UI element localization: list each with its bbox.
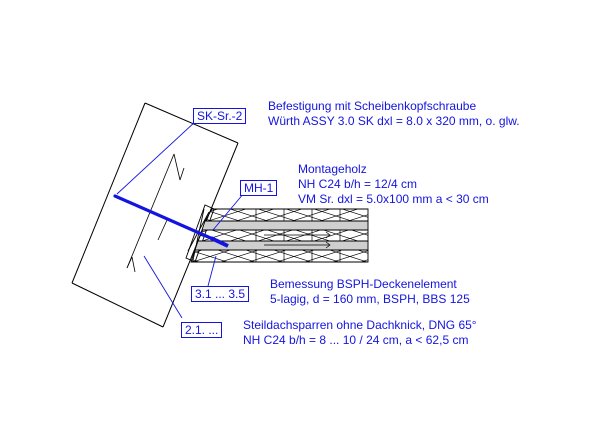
screw (113, 194, 229, 248)
clt-panel (190, 208, 369, 263)
note-rafter-line2: NH C24 b/h = 8 ... 10 / 24 cm, a < 62,5 … (243, 333, 469, 347)
note-rafter-line1: Steildachsparren ohne Dachknick, DNG 65° (243, 318, 477, 332)
note-rafter: Steildachsparren ohne Dachknick, DNG 65°… (243, 318, 477, 348)
tag-mounting-wood: MH-1 (240, 180, 278, 196)
note-mounting-wood-line1: Montageholz (298, 162, 367, 176)
note-clt-panel-line1: Bemessung BSPH-Deckenelement (270, 277, 457, 291)
note-mounting-wood: Montageholz NH C24 b/h = 12/4 cm VM Sr. … (298, 162, 489, 207)
note-mounting-wood-line3: VM Sr. dxl = 5.0x100 mm a < 30 cm (298, 192, 489, 206)
tag-rafter: 2.1. ... (181, 322, 223, 338)
rafter-outline (71, 102, 239, 328)
note-screw: Befestigung mit Scheibenkopfschraube Wür… (268, 99, 520, 129)
note-mounting-wood-line2: NH C24 b/h = 12/4 cm (298, 177, 418, 191)
note-screw-line2: Würth ASSY 3.0 SK dxl = 8.0 x 320 mm, o.… (268, 114, 520, 128)
tag-clt-panel: 3.1 ... 3.5 (191, 286, 250, 302)
note-clt-panel: Bemessung BSPH-Deckenelement 5-lagig, d … (270, 277, 470, 307)
note-screw-line1: Befestigung mit Scheibenkopfschraube (268, 99, 477, 113)
tag-screw: SK-Sr.-2 (193, 108, 247, 124)
leader-lines (116, 120, 245, 319)
note-clt-panel-line2: 5-lagig, d = 160 mm, BSPH, BBS 125 (270, 292, 470, 306)
